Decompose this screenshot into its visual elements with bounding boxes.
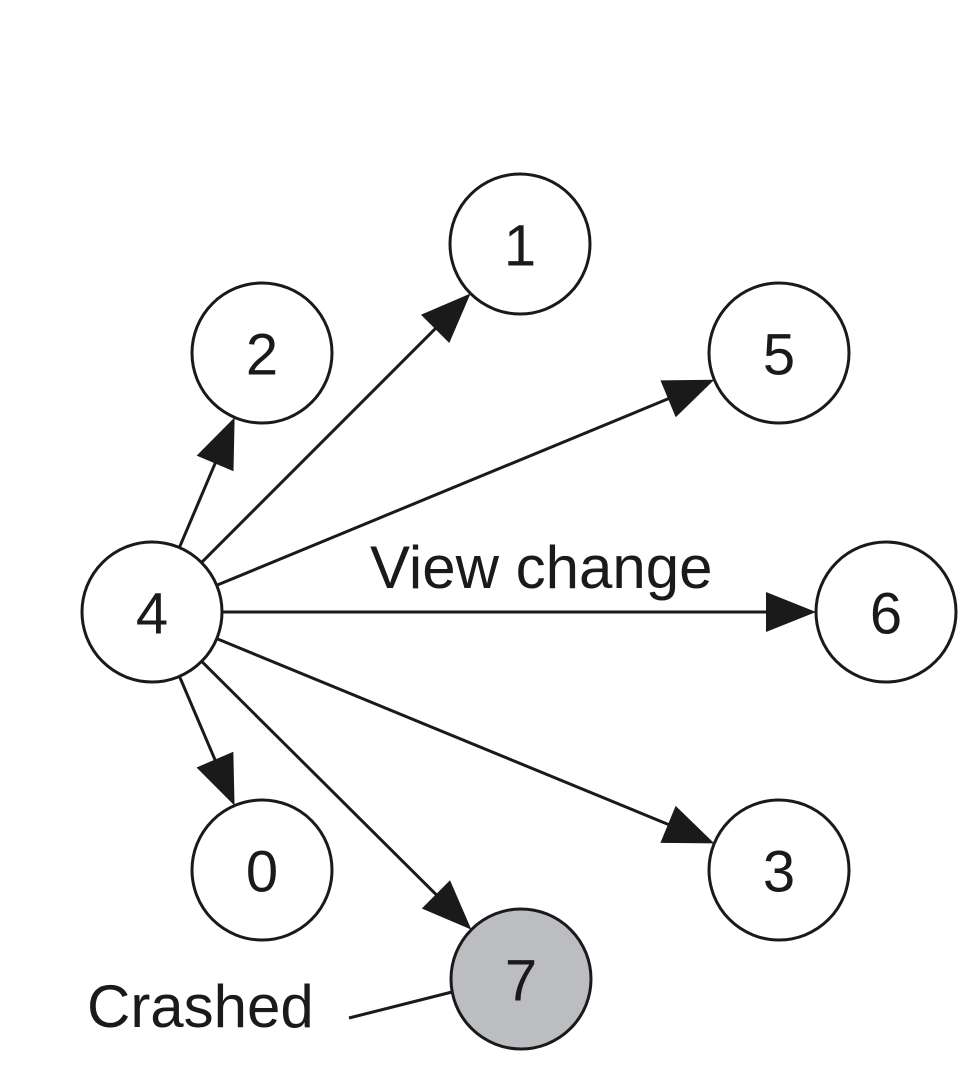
node-label: 5 xyxy=(763,323,795,388)
arrowhead-2 xyxy=(196,417,235,472)
node-6: 6 xyxy=(814,540,958,684)
arrowhead-5 xyxy=(660,379,715,418)
edge-4-to-2 xyxy=(177,457,219,549)
node-circle xyxy=(449,907,593,1051)
edge-4-to-0 xyxy=(178,675,219,766)
node-3: 3 xyxy=(707,798,851,942)
node-label: 6 xyxy=(870,582,902,647)
arrowhead-0 xyxy=(196,751,235,806)
node-0: 0 xyxy=(190,798,334,942)
node-label: 0 xyxy=(246,840,278,905)
node-label: 4 xyxy=(136,582,168,647)
node-circle xyxy=(814,540,958,684)
node-1: 1 xyxy=(448,172,592,316)
crashed-leader-line xyxy=(348,990,453,1020)
node-circle xyxy=(448,172,592,316)
edges-layer xyxy=(177,293,816,930)
node-label: 2 xyxy=(246,323,278,388)
node-circle xyxy=(80,540,224,684)
node-circle xyxy=(190,281,334,425)
edge-4-to-5 xyxy=(216,395,675,587)
node-label: 1 xyxy=(504,214,536,279)
nodes-layer: 1 2 5 4 6 0 3 7 xyxy=(80,172,958,1051)
arrowhead-1 xyxy=(421,293,471,343)
edge-4-to-3 xyxy=(216,637,675,829)
crashed-node-7: 7 xyxy=(449,907,593,1051)
node-5: 5 xyxy=(707,281,851,425)
edge-4-to-1 xyxy=(200,323,441,564)
arrowhead-6 xyxy=(766,592,816,632)
node-label: 7 xyxy=(505,949,537,1014)
node-circle xyxy=(190,798,334,942)
crashed-label: Crashed xyxy=(87,973,314,1040)
node-circle xyxy=(707,798,851,942)
node-circle xyxy=(707,281,851,425)
arrowhead-3 xyxy=(660,805,715,844)
arrowhead-7 xyxy=(421,880,472,930)
node-2: 2 xyxy=(190,281,334,425)
edge-4-to-7 xyxy=(200,660,442,900)
node-4: 4 xyxy=(80,540,224,684)
node-label: 3 xyxy=(763,840,795,905)
edge-label-view-change: View change xyxy=(370,534,712,601)
